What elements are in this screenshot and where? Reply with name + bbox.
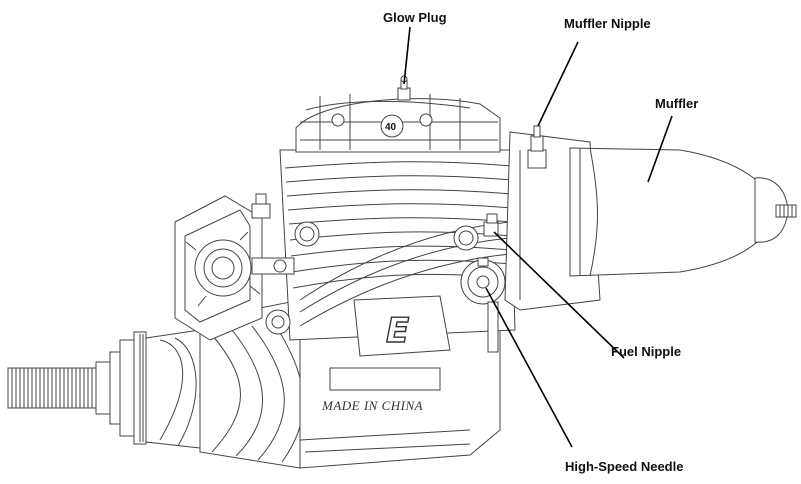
case-plate — [329, 367, 441, 391]
leader-fuel-nipple — [493, 231, 625, 359]
muffler-nipple — [527, 125, 547, 169]
label-high-speed-needle: High-Speed Needle — [565, 459, 683, 474]
label-muffler-nipple: Muffler Nipple — [564, 16, 651, 31]
leader-glow-plug — [403, 26, 411, 85]
exhaust — [504, 125, 797, 311]
prop-shaft — [7, 331, 147, 445]
idle-screw — [251, 193, 271, 219]
high-speed-needle — [460, 257, 506, 353]
cylinder-head: 40 — [295, 75, 501, 153]
logo-letter: E — [386, 311, 409, 351]
head-badge — [380, 114, 404, 138]
cylinder — [279, 149, 516, 341]
leader-high-speed-needle — [485, 287, 573, 448]
leader-muffler-nipple — [537, 41, 579, 127]
label-muffler: Muffler — [655, 96, 698, 111]
leader-muffler — [647, 115, 673, 183]
label-glow-plug: Glow Plug — [383, 10, 447, 25]
carburetor — [174, 193, 295, 341]
muffler-body — [569, 147, 797, 277]
carb-needle — [251, 257, 295, 275]
logo-boss: E — [353, 295, 451, 357]
front-housing — [145, 299, 321, 469]
leader-lines — [403, 26, 673, 448]
case-stamp: MADE IN CHINA — [321, 398, 423, 413]
bolts — [265, 221, 479, 335]
label-fuel-nipple: Fuel Nipple — [611, 344, 681, 359]
head-badge-text: 40 — [385, 122, 397, 133]
